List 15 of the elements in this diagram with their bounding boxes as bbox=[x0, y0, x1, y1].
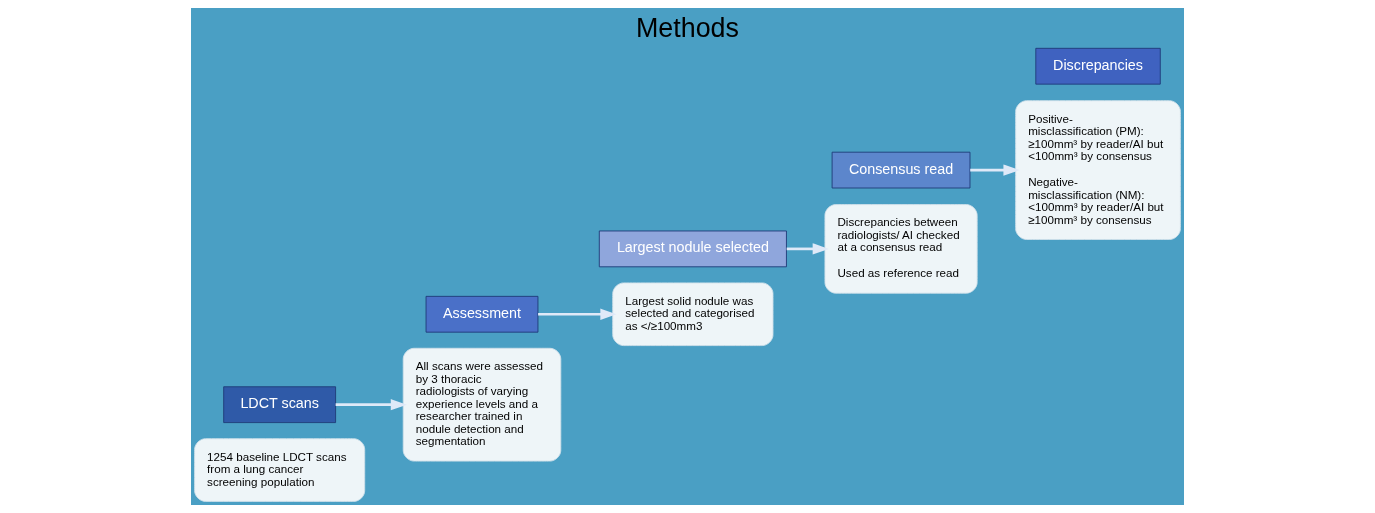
node-box: Discrepancies bbox=[1035, 47, 1161, 85]
node-box: Discrepancies between radiologists/ AI checked at a consensus read Used as reference read bbox=[824, 204, 978, 294]
node-box: LDCT scans bbox=[223, 386, 337, 424]
node-box: 1254 baseline LDCT scans from a lung cancer screening population bbox=[194, 438, 366, 502]
node-box: Largest solid nodule was selected and categorised as </≥100mm3 bbox=[612, 282, 774, 347]
arrow bbox=[538, 308, 617, 320]
arrow bbox=[786, 243, 829, 255]
node-box: Consensus read bbox=[831, 151, 971, 189]
diagram-title: Methods bbox=[635, 12, 740, 43]
node-box: Largest nodule selected bbox=[598, 230, 787, 268]
node-box: All scans were assessed by 3 thoracic radiologists of varying experience levels and a researcher trained in nodule detection and segmentation bbox=[402, 347, 562, 462]
arrow bbox=[335, 399, 407, 411]
arrow bbox=[970, 164, 1020, 176]
node-box: Assessment bbox=[425, 295, 539, 333]
node-box: Positive-misclassification (PM): ≥100mm³ by reader/AI but <100mm³ by consensus Negative-misclassification (NM): <100mm³ by reader/AI but ≥100mm³ by consensus bbox=[1015, 100, 1181, 240]
